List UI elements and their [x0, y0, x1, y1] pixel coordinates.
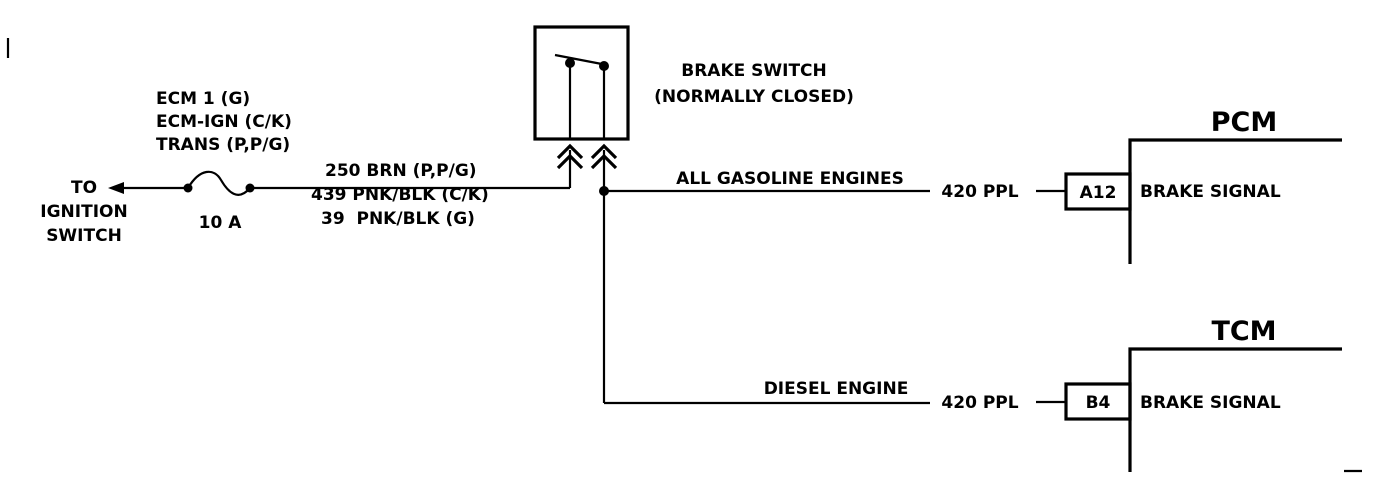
- fuse-circuit-label: TRANS (P,P/G): [156, 135, 290, 155]
- pcm-pin: A12: [1080, 183, 1117, 203]
- connector-chevron-icon: [556, 153, 584, 170]
- switch-contact-arm: [554, 53, 608, 67]
- pcm-module-outline: [1128, 138, 1342, 264]
- fuse-circuit-label: ECM-IGN (C/K): [156, 112, 292, 132]
- input-wire-label: 439 PNK/BLK (C/K): [311, 185, 489, 205]
- switch-name: BRAKE SWITCH: [681, 61, 827, 81]
- fuse-icon: [187, 170, 251, 196]
- pcm-title: PCM: [1211, 107, 1277, 138]
- pcm-pin-box: [1064, 172, 1132, 211]
- destination-label: SWITCH: [46, 226, 122, 246]
- connector-chevron-icon: [556, 143, 584, 160]
- switch-state: (NORMALLY CLOSED): [654, 87, 854, 107]
- destination-label: IGNITION: [40, 202, 127, 222]
- gasoline-wire-label: 420 PPL: [941, 182, 1018, 202]
- brake-switch-box: [533, 25, 630, 141]
- tcm-module-outline: [1128, 347, 1342, 472]
- gasoline-branch-label: ALL GASOLINE ENGINES: [676, 169, 904, 189]
- diesel-branch-label: DIESEL ENGINE: [764, 379, 909, 399]
- fuse-rating: 10 A: [199, 213, 243, 233]
- pcm-signal: BRAKE SIGNAL: [1140, 182, 1281, 202]
- arrow-left-icon: [108, 182, 124, 194]
- tcm-signal: BRAKE SIGNAL: [1140, 393, 1281, 413]
- tcm-pin: B4: [1086, 393, 1111, 413]
- connector-chevron-icon: [590, 143, 618, 160]
- input-wire-label: 250 BRN (P,P/G): [325, 161, 477, 181]
- destination-label: TO: [71, 178, 97, 198]
- tcm-title: TCM: [1211, 316, 1276, 347]
- diesel-wire-label: 420 PPL: [941, 393, 1018, 413]
- fuse-circuit-label: ECM 1 (G): [156, 89, 250, 109]
- input-wire-label: 39 PNK/BLK (G): [321, 209, 475, 229]
- tcm-pin-box: [1064, 382, 1132, 421]
